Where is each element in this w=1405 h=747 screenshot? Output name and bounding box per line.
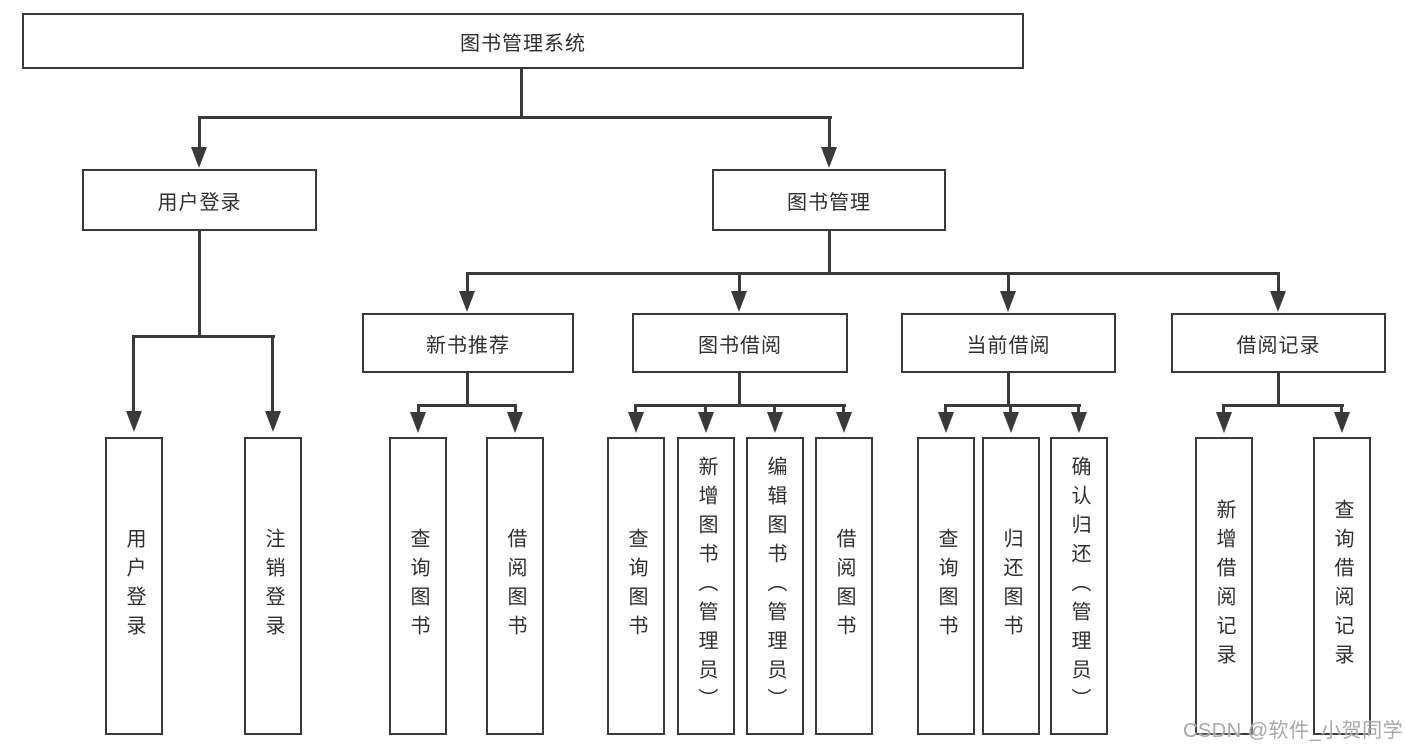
arrowhead-down [821, 147, 837, 168]
arrowhead-down [698, 412, 714, 433]
node-borrowing-records: 借阅记录 [1171, 313, 1386, 373]
connector-level1-bus [198, 116, 832, 119]
connector-stem [1077, 404, 1080, 414]
node-label: 查询图书 [407, 528, 429, 644]
node-label: 注销登录 [262, 528, 284, 644]
leaf-current-confirm-return-admin: 确认归还（管理员） [1050, 437, 1108, 735]
connector-stem-records [1277, 272, 1280, 292]
node-label: 借阅图书 [504, 528, 526, 644]
node-user-login: 用户登录 [82, 169, 317, 231]
arrowhead-down [1334, 412, 1350, 433]
arrowhead-down [1003, 412, 1019, 433]
connector-current-bus [945, 404, 1081, 407]
leaf-records-query: 查询借阅记录 [1313, 437, 1371, 735]
node-label: 用户登录 [123, 528, 145, 644]
leaf-newbooks-query: 查询图书 [389, 437, 447, 735]
arrowhead-down [767, 412, 783, 433]
connector-stem-book-mgmt [828, 116, 831, 148]
node-label: 编辑图书（管理员） [764, 455, 786, 717]
node-label: 归还图书 [1000, 528, 1022, 644]
connector-stem-user-login [198, 116, 201, 148]
leaf-borrowing-query: 查询图书 [607, 437, 665, 735]
node-label: 图书借阅 [698, 334, 782, 357]
arrowhead-down [731, 291, 747, 312]
node-label: 新书推荐 [426, 334, 510, 357]
node-label: 新增借阅记录 [1213, 499, 1235, 673]
connector-stem [417, 404, 420, 414]
connector-records-drop [1277, 373, 1280, 407]
arrowhead-down [265, 411, 281, 432]
arrowhead-down [1270, 291, 1286, 312]
node-book-borrowing: 图书借阅 [632, 313, 848, 373]
connector-stem-current [1007, 272, 1010, 292]
connector-stem [704, 404, 707, 414]
connector-current-drop [1007, 373, 1010, 407]
node-label: 确认归还（管理员） [1068, 455, 1090, 717]
connector-borrowing-bus [635, 404, 846, 407]
connector-stem-login-leaf [132, 335, 135, 412]
connector-userlogin-bus [132, 335, 275, 338]
leaf-current-return: 归还图书 [982, 437, 1040, 735]
node-label: 当前借阅 [966, 334, 1051, 357]
arrowhead-down [1216, 412, 1232, 433]
node-library-management-system: 图书管理系统 [22, 13, 1024, 69]
arrowhead-down [459, 291, 475, 312]
node-label: 新增图书（管理员） [695, 455, 717, 717]
leaf-borrowing-add-admin: 新增图书（管理员） [677, 437, 735, 735]
connector-root-drop [520, 69, 523, 119]
connector-stem [773, 404, 776, 414]
arrowhead-down [836, 412, 852, 433]
arrowhead-down [628, 412, 644, 433]
leaf-records-add: 新增借阅记录 [1195, 437, 1253, 735]
connector-stem-borrowing [738, 272, 741, 292]
leaf-borrowing-edit-admin: 编辑图书（管理员） [746, 437, 804, 735]
node-label: 查询图书 [935, 528, 957, 644]
node-label: 用户登录 [157, 191, 242, 214]
connector-newbooks-bus [417, 404, 517, 407]
connector-userlogin-drop [198, 231, 201, 338]
arrowhead-down [126, 411, 142, 432]
connector-bookmgmt-drop [828, 231, 831, 275]
node-label: 查询借阅记录 [1331, 499, 1353, 673]
arrowhead-down [410, 412, 426, 433]
connector-records-bus [1223, 404, 1344, 407]
connector-stem [634, 404, 637, 414]
connector-level3-bus [466, 272, 1280, 275]
arrowhead-down [1071, 412, 1087, 433]
leaf-newbooks-borrow: 借阅图书 [486, 437, 544, 735]
connector-stem [1009, 404, 1012, 414]
leaf-user-login: 用户登录 [105, 437, 163, 735]
node-new-book-recommendation: 新书推荐 [362, 313, 574, 373]
leaf-borrowing-borrow: 借阅图书 [815, 437, 873, 735]
connector-stem [1222, 404, 1225, 414]
connector-stem [944, 404, 947, 414]
leaf-logout: 注销登录 [244, 437, 302, 735]
arrowhead-down [191, 147, 207, 168]
node-label: 借阅图书 [833, 528, 855, 644]
node-current-borrowing: 当前借阅 [901, 313, 1116, 373]
leaf-current-query: 查询图书 [917, 437, 975, 735]
node-book-management: 图书管理 [712, 169, 946, 231]
csdn-watermark: CSDN @软件_小贺同学 [1183, 720, 1404, 742]
node-label: 图书管理 [787, 191, 871, 214]
arrowhead-down [507, 412, 523, 433]
connector-stem [842, 404, 845, 414]
node-label: 借阅记录 [1236, 334, 1321, 357]
connector-stem [1340, 404, 1343, 414]
arrowhead-down [938, 412, 954, 433]
arrowhead-down [1000, 291, 1016, 312]
connector-newbooks-drop [466, 373, 469, 407]
connector-stem [514, 404, 517, 414]
connector-stem-logout-leaf [271, 335, 274, 412]
node-label: 图书管理系统 [460, 32, 586, 55]
node-label: 查询图书 [625, 528, 647, 644]
connector-stem-newbooks [466, 272, 469, 292]
connector-borrowing-drop [738, 373, 741, 407]
